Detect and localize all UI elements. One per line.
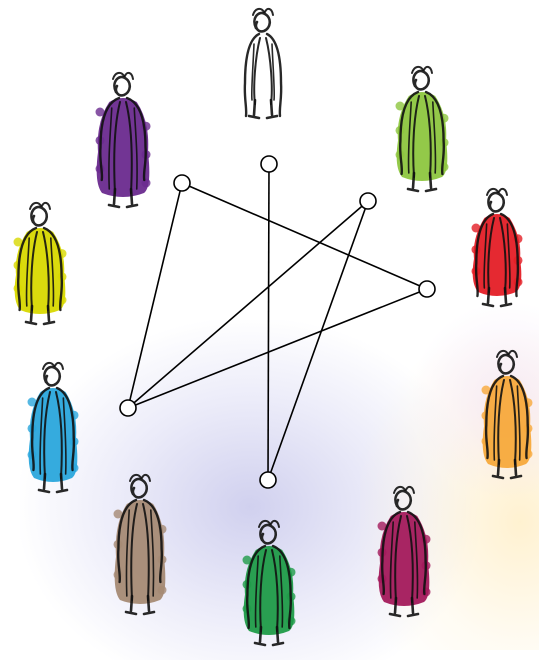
graph-edge-top-to-bottom	[268, 164, 269, 480]
graph-node-bottom	[260, 472, 276, 488]
graph-edges	[128, 164, 427, 480]
graph-node-right	[419, 281, 435, 297]
graph-edge-left-to-right	[128, 289, 427, 408]
graph-edge-left-to-upper-right	[128, 201, 368, 408]
graph-node-upper-right	[360, 193, 376, 209]
graph-edge-upper-left-to-right	[182, 183, 427, 289]
graph-node-top	[261, 156, 277, 172]
graph-edge-upper-right-to-bottom	[268, 201, 368, 480]
graph-edge-upper-left-to-left	[128, 183, 182, 408]
graph-node-upper-left	[174, 175, 190, 191]
graph-nodes	[120, 156, 435, 488]
graph-node-left	[120, 400, 136, 416]
